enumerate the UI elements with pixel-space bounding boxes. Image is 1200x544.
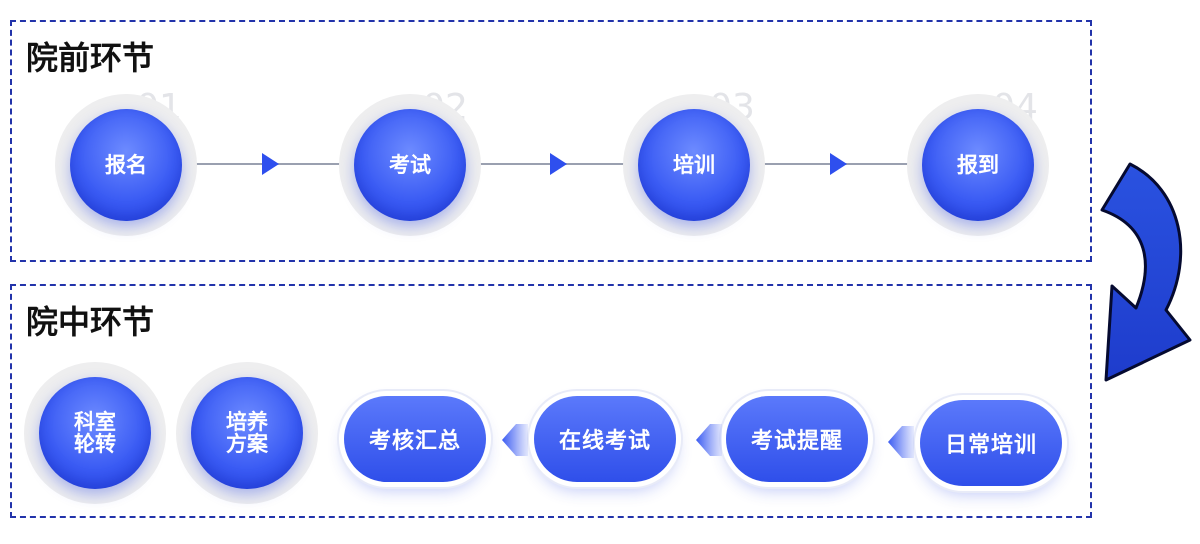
in-hospital-section: 院中环节 科室轮转 培养方案 考核汇总 在线考试 考试提醒 日常培训 bbox=[10, 284, 1092, 518]
step-label: 培训 bbox=[673, 153, 715, 177]
chevron-left-icon bbox=[502, 424, 528, 456]
module-label: 科室轮转 bbox=[74, 410, 116, 456]
pill-exam-reminder[interactable]: 考试提醒 bbox=[726, 396, 868, 482]
pill-online-exam[interactable]: 在线考试 bbox=[534, 396, 676, 482]
module-node-rotation[interactable]: 科室轮转 bbox=[39, 377, 151, 489]
module-label: 培养方案 bbox=[226, 410, 268, 456]
step-node-training[interactable]: 培训 bbox=[638, 109, 750, 221]
module-node-training-plan[interactable]: 培养方案 bbox=[191, 377, 303, 489]
chevron-left-icon bbox=[696, 424, 722, 456]
curved-down-arrow-icon bbox=[1100, 162, 1192, 382]
pre-hospital-section: 院前环节 01 报名 02 考试 03 培训 04 报到 bbox=[10, 20, 1092, 262]
pre-section-title: 院前环节 bbox=[26, 39, 155, 77]
step-label: 报名 bbox=[105, 153, 147, 177]
step-label: 考试 bbox=[389, 153, 431, 177]
flow-arrow-icon bbox=[550, 153, 567, 175]
step-node-checkin[interactable]: 报到 bbox=[922, 109, 1034, 221]
pill-daily-training[interactable]: 日常培训 bbox=[920, 400, 1062, 486]
flow-arrow-icon bbox=[262, 153, 279, 175]
step-node-signup[interactable]: 报名 bbox=[70, 109, 182, 221]
step-label: 报到 bbox=[957, 153, 999, 177]
flow-arrow-icon bbox=[830, 153, 847, 175]
chevron-left-icon bbox=[888, 426, 914, 458]
step-node-exam[interactable]: 考试 bbox=[354, 109, 466, 221]
pill-assessment-summary[interactable]: 考核汇总 bbox=[344, 396, 486, 482]
mid-section-title: 院中环节 bbox=[26, 303, 155, 341]
